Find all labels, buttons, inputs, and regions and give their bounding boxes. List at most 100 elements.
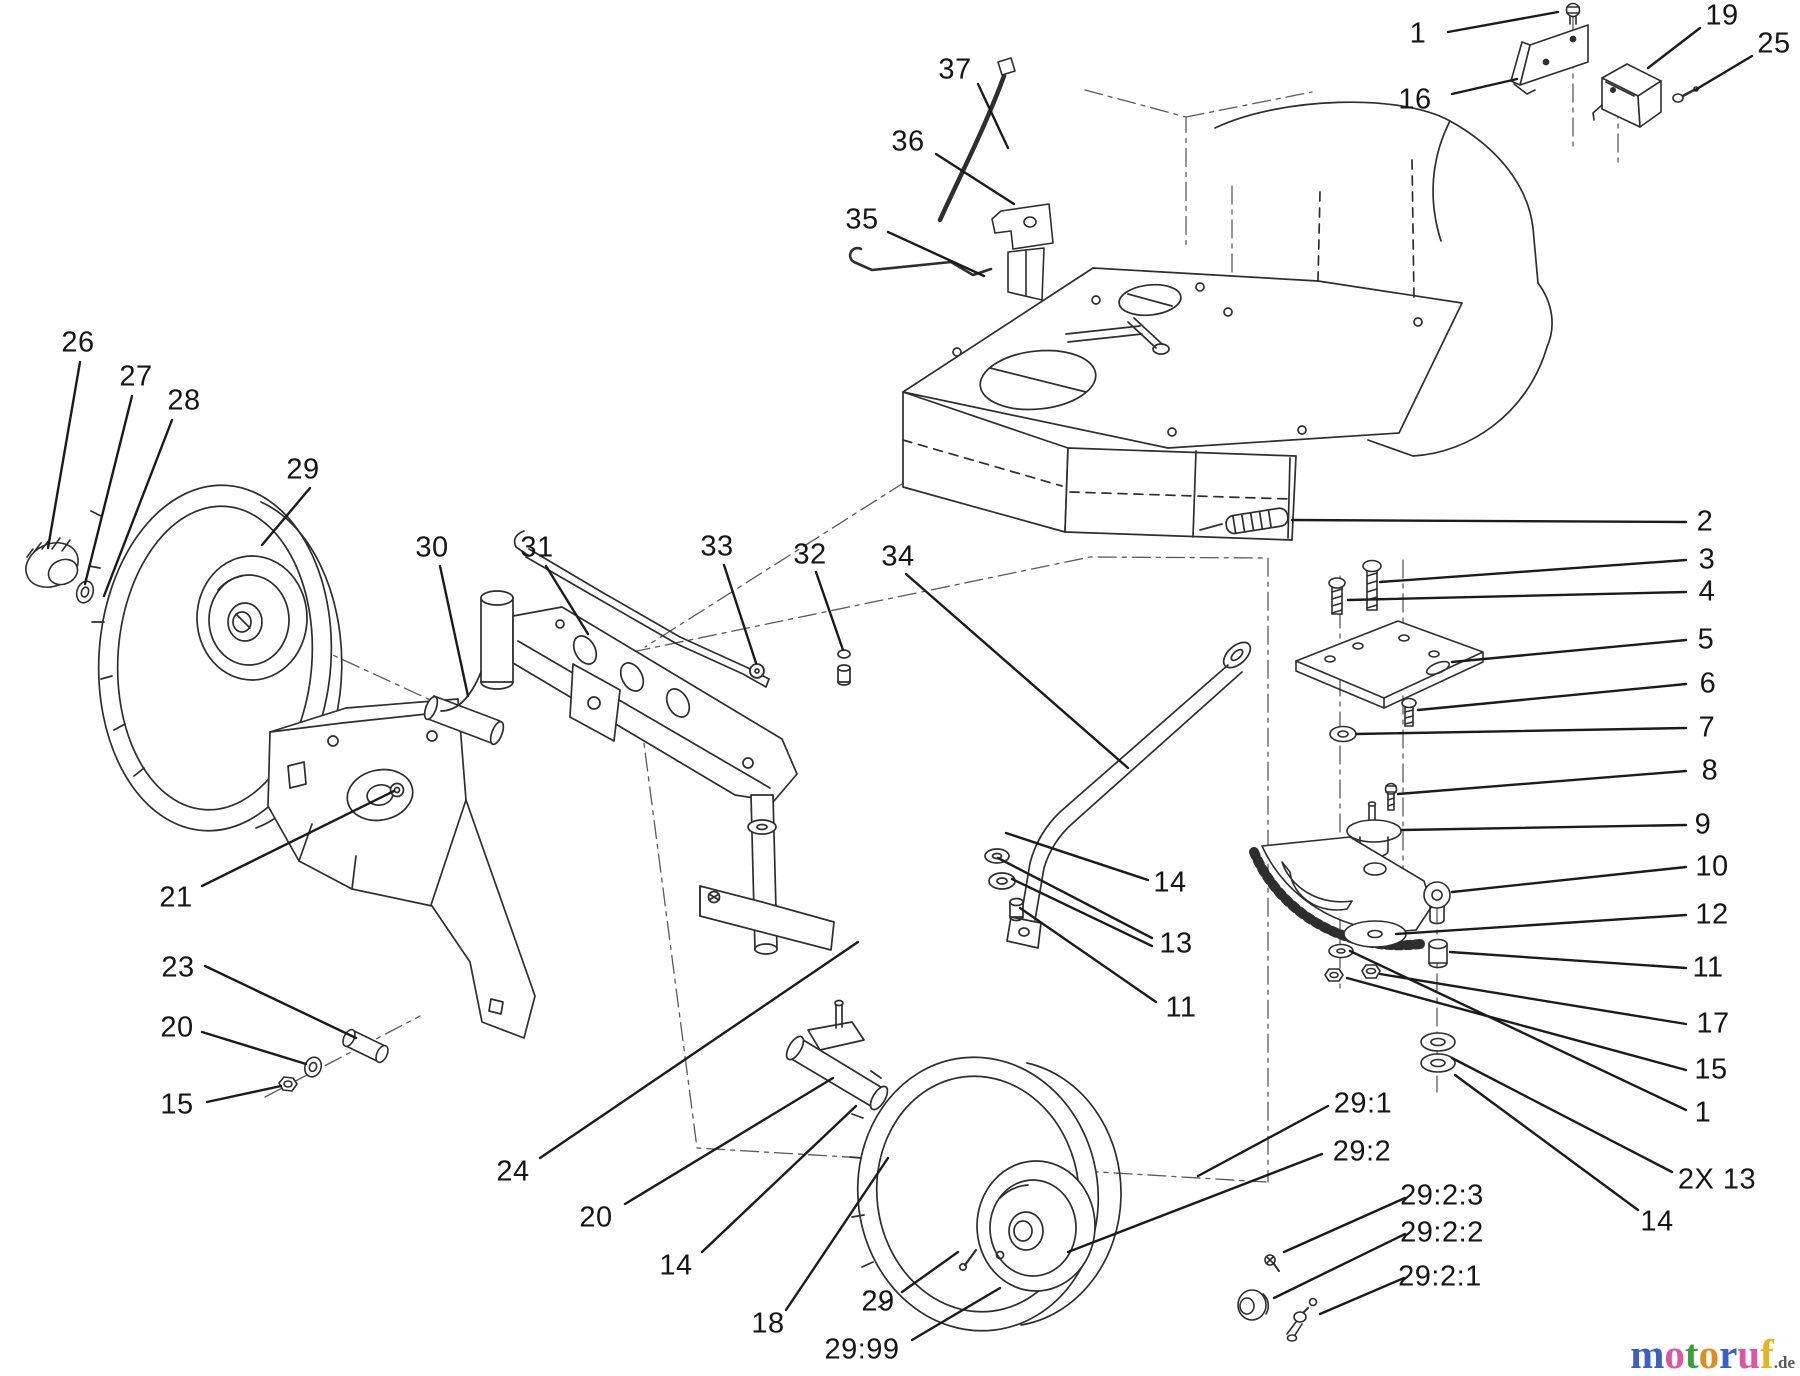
leader-line [1453,1073,1640,1212]
leader-line [200,789,396,888]
bushing-part-21 [389,782,405,798]
leader-line [886,230,986,278]
leader-line [1018,906,1158,1004]
leader-line [438,564,470,698]
bracket-part-36 [991,203,1054,301]
leader-line [1693,54,1754,92]
leader-line [623,1076,835,1206]
leader-line [1272,1232,1407,1300]
disc-part-12 [1343,920,1407,948]
motoruf-logo-letter: t [1684,1331,1699,1376]
leader-line [700,1104,858,1254]
steering-gear-stack [1249,559,1484,1073]
leader-line [1290,518,1688,524]
leader-line [910,1286,1002,1342]
leader-line [1450,77,1519,96]
leader-line [1196,1104,1330,1178]
leader-line [102,418,174,598]
sector-gear-10 [1249,836,1451,951]
hub-cap-and-washers [25,537,95,604]
leader-line [1396,769,1688,796]
valve-29-2-1 [1286,1297,1318,1342]
motoruf-logo[interactable]: motoruf.de [1630,1331,1795,1376]
top-right-small-parts [1510,2,1699,128]
nut-part-15 [1324,968,1344,982]
motoruf-logo-letter: u [1737,1331,1761,1376]
leader-line [1004,831,1150,882]
tread-ticks [88,510,145,777]
leader-line [1348,949,1688,1112]
motoruf-logo-suffix: .de [1773,1353,1795,1373]
leader-line [1394,913,1688,936]
leader-line [1066,1152,1324,1254]
bolt-part-1 [1565,2,1581,25]
washer-part-27 [75,580,95,604]
leader-line [976,82,1010,150]
leader-line [1450,865,1688,894]
leader-line [996,856,1154,940]
wheel-hardware [1237,1254,1318,1342]
steering-bushing-pin [1225,507,1289,535]
pin-washer-32 [837,649,851,686]
screw-29-2-3 [1264,1254,1280,1272]
leader-line [1450,638,1688,664]
motoruf-logo-letter: f [1760,1331,1774,1376]
cap-part-26 [25,537,79,588]
leader-line [904,572,1130,770]
leader-line [203,964,358,1040]
steering-link-33 [513,530,770,688]
rod-part-35 [848,246,993,277]
wire-and-bracket [848,57,1054,301]
axle-bolt-18 [785,1035,889,1111]
leader-line [544,564,590,636]
front-right-wheel [849,1056,1122,1332]
washer-part-1-bottom [1328,943,1354,959]
leader-line [934,152,1016,206]
spacer-part-11 [1428,938,1448,969]
bracket-part-16 [1510,24,1589,95]
drag-link-34 [984,641,1252,949]
leader-line [1318,1276,1406,1316]
leader-line [1345,976,1688,1072]
wire-part-37 [937,73,1007,223]
leader-line [814,570,845,652]
leader-line [1446,10,1560,34]
screw-part-3 [1328,577,1346,615]
spacer-part-23 [342,1028,389,1064]
leader-line [46,360,82,550]
leader-line [260,486,312,547]
screw-part-4 [1362,559,1382,611]
leader-line [83,394,134,586]
tread-ticks [849,1070,890,1308]
leader-line [200,1030,308,1066]
leader-line [1346,590,1688,602]
leader-line [1416,682,1688,712]
leader-line [1282,1196,1407,1254]
valve-stem [963,1248,978,1267]
chassis-frame [902,101,1553,541]
leader-line [1646,26,1702,70]
mount-plate-5 [1295,620,1484,709]
nut-part-17 [1361,964,1381,979]
leader-line [1378,558,1688,584]
nut-part-15-left [278,1076,298,1092]
screw-part-25 [1672,86,1699,103]
washer-part-7 [1329,725,1357,743]
axle-frame-assembly [440,530,889,1111]
washer-part-20 [303,1056,323,1078]
motoruf-logo-letter: o [1698,1331,1720,1376]
leader-line [1354,726,1688,736]
left-hardware [278,1028,389,1092]
leader-line [784,1156,890,1312]
bearing-29-2-2 [1237,1289,1270,1321]
bolt-part-8 [1384,782,1398,811]
leader-lines [46,10,1754,1342]
leader-line [1448,950,1688,970]
leader-line [1378,972,1688,1026]
motoruf-logo-letter: m [1630,1331,1665,1376]
pivot-pin-30 [423,695,505,746]
leader-line [538,940,860,1160]
leader-line [1450,1056,1674,1174]
motoruf-logo-letter: o [1664,1331,1685,1376]
